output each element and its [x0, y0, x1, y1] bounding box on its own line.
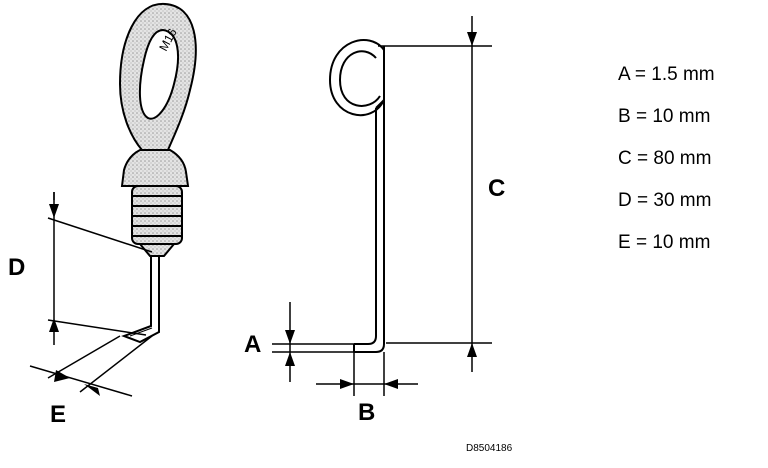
eye-ring: M16	[118, 2, 197, 151]
dimension-b	[316, 352, 418, 396]
label-e: E	[50, 401, 66, 428]
dimension-e	[29, 335, 153, 397]
wire-profile	[328, 39, 385, 353]
hook-wire	[121, 255, 160, 344]
spec-e: E = 10 mm	[618, 232, 711, 253]
dimension-d	[47, 192, 153, 345]
label-c: C	[488, 175, 505, 202]
label-b: B	[358, 399, 375, 426]
eye-bolt-tool: M16	[118, 2, 197, 344]
spec-a: A = 1.5 mm	[618, 64, 715, 85]
bolt-thread	[131, 185, 183, 245]
drawing-code: D8504186	[466, 443, 513, 454]
spec-c: C = 80 mm	[618, 148, 712, 169]
dimension-a	[272, 302, 354, 382]
spec-d: D = 30 mm	[618, 190, 712, 211]
label-d: D	[8, 254, 25, 281]
bolt-tip	[137, 243, 177, 257]
bolt-collar	[120, 149, 190, 187]
spec-b: B = 10 mm	[618, 106, 711, 127]
dimension-c	[378, 16, 492, 372]
label-a: A	[244, 331, 261, 358]
